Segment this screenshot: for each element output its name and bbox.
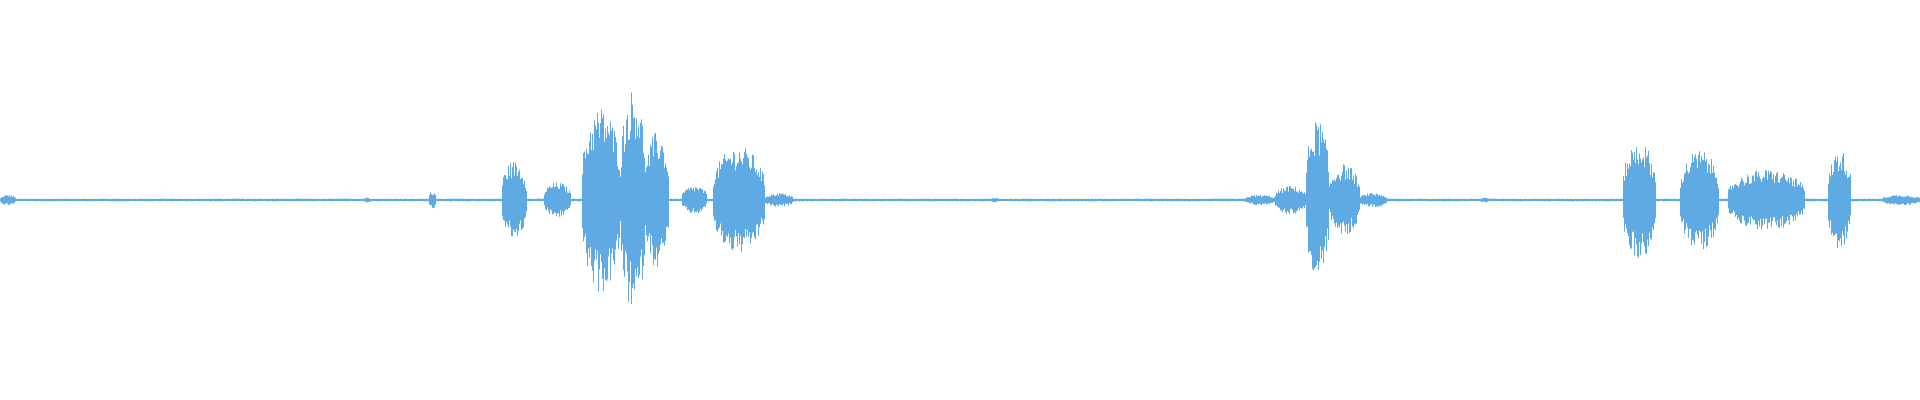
waveform-trace (0, 92, 1920, 304)
